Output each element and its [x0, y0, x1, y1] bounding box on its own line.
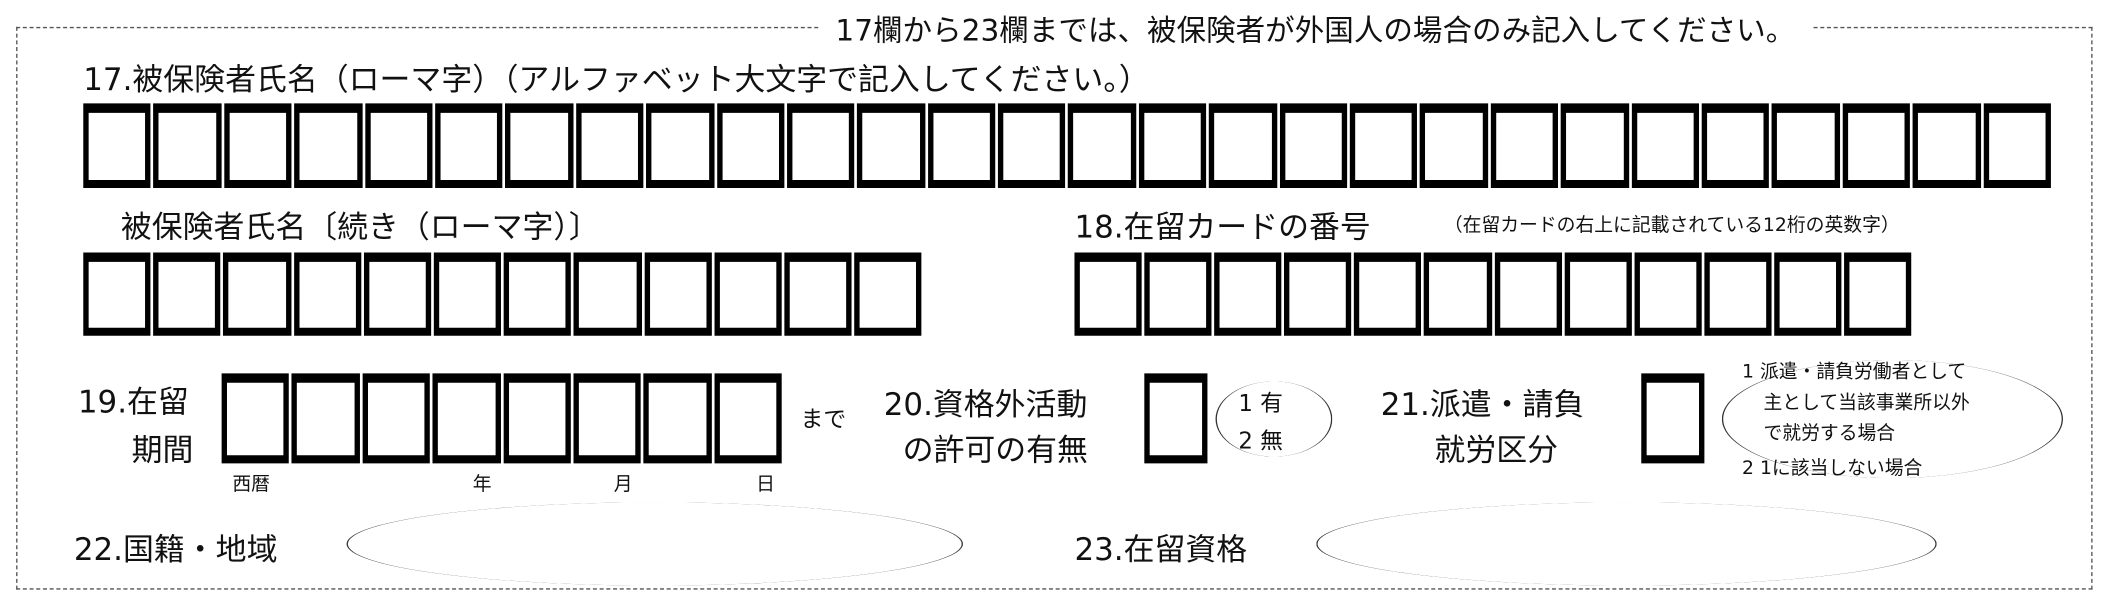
character-cell[interactable]	[1349, 103, 1418, 189]
field20-option-2: 2 無	[1238, 428, 1283, 456]
character-cell[interactable]	[643, 373, 712, 464]
character-cell[interactable]	[221, 373, 290, 464]
field20-cells	[1144, 373, 1208, 464]
field18-label: 18.在留カードの番号	[1074, 210, 1371, 246]
year-label: 年	[472, 474, 492, 496]
character-cell[interactable]	[998, 103, 1066, 189]
character-cell[interactable]	[1844, 252, 1912, 336]
character-cell[interactable]	[1284, 252, 1352, 336]
field17-cont-label: 被保険者氏名〔続き（ローマ字）〕	[120, 210, 600, 246]
character-cell[interactable]	[1704, 252, 1772, 336]
character-cell[interactable]	[857, 103, 925, 189]
character-cell[interactable]	[714, 373, 782, 464]
character-cell[interactable]	[1564, 252, 1632, 336]
field20-label-1: 20.資格外活動	[883, 388, 1088, 424]
field18-cells	[1074, 252, 1912, 336]
character-cell[interactable]	[1631, 103, 1700, 189]
field19-suffix: まで	[800, 406, 847, 434]
character-cell[interactable]	[1068, 103, 1137, 189]
field18-note: （在留カードの右上に記載されている12桁の英数字）	[1443, 214, 1900, 237]
character-cell[interactable]	[1074, 252, 1142, 336]
field23-label: 23.在留資格	[1074, 533, 1248, 569]
month-label: 月	[613, 474, 633, 496]
character-cell[interactable]	[1634, 252, 1702, 336]
field21-cells	[1641, 373, 1705, 464]
character-cell[interactable]	[927, 103, 996, 189]
character-cell[interactable]	[1494, 252, 1562, 336]
field20-label-2: の許可の有無	[902, 433, 1088, 469]
field21-bracket	[1721, 359, 2064, 479]
character-cell[interactable]	[646, 103, 714, 189]
field22-input[interactable]	[346, 502, 964, 586]
field21-label-1: 21.派遣・請負	[1380, 388, 1585, 424]
character-cell[interactable]	[573, 373, 642, 464]
field20-bracket	[1215, 381, 1333, 457]
character-cell[interactable]	[714, 252, 782, 336]
character-cell[interactable]	[435, 103, 503, 189]
section-header: 17欄から23欄までは、被保険者が外国人の場合のみ記入してください。	[819, 6, 1812, 50]
character-cell[interactable]	[364, 103, 433, 189]
character-cell[interactable]	[784, 252, 852, 336]
field21-option-1c: で就労する場合	[1763, 423, 1896, 445]
character-cell[interactable]	[363, 252, 432, 336]
character-cell[interactable]	[1641, 373, 1705, 464]
field21-option-2: 2 1に該当しない場合	[1742, 457, 1923, 480]
field19-cells	[221, 373, 782, 464]
character-cell[interactable]	[1424, 252, 1492, 336]
character-cell[interactable]	[432, 373, 501, 464]
field20-option-1: 1 有	[1238, 390, 1283, 418]
character-cell[interactable]	[362, 373, 431, 464]
field19-label-2: 期間	[131, 433, 194, 469]
character-cell[interactable]	[786, 103, 855, 189]
field21-option-1b: 主として当該事業所以外	[1763, 392, 1970, 414]
character-cell[interactable]	[293, 252, 361, 336]
character-cell[interactable]	[1144, 252, 1212, 336]
field17-label: 17.被保険者氏名（ローマ字）（アルファベット大文字で記入してください。）	[83, 63, 1150, 99]
character-cell[interactable]	[1214, 252, 1282, 336]
character-cell[interactable]	[575, 103, 644, 189]
character-cell[interactable]	[224, 103, 292, 189]
character-cell[interactable]	[1983, 103, 2051, 189]
character-cell[interactable]	[83, 252, 151, 336]
character-cell[interactable]	[1490, 103, 1559, 189]
character-cell[interactable]	[1560, 103, 1629, 189]
character-cell[interactable]	[503, 373, 571, 464]
character-cell[interactable]	[433, 252, 502, 336]
character-cell[interactable]	[1774, 252, 1842, 336]
day-label: 日	[756, 474, 775, 496]
field21-option-1a: 1 派遣・請負労働者として	[1742, 361, 1967, 383]
era-label: 西暦	[232, 474, 270, 496]
character-cell[interactable]	[83, 103, 151, 189]
character-cell[interactable]	[503, 252, 572, 336]
field21-label-2: 就労区分	[1434, 433, 1558, 469]
character-cell[interactable]	[644, 252, 712, 336]
character-cell[interactable]	[1701, 103, 1770, 189]
character-cell[interactable]	[1772, 103, 1840, 189]
character-cell[interactable]	[1138, 103, 1207, 189]
character-cell[interactable]	[505, 103, 574, 189]
character-cell[interactable]	[1209, 103, 1277, 189]
character-cell[interactable]	[223, 252, 291, 336]
character-cell[interactable]	[294, 103, 363, 189]
character-cell[interactable]	[716, 103, 785, 189]
character-cell[interactable]	[153, 103, 222, 189]
character-cell[interactable]	[1420, 103, 1488, 189]
character-cell[interactable]	[153, 252, 221, 336]
character-cell[interactable]	[291, 373, 360, 464]
character-cell[interactable]	[1144, 373, 1208, 464]
field17-cont-cells	[83, 252, 922, 336]
character-cell[interactable]	[573, 252, 642, 336]
field23-input[interactable]	[1316, 502, 1937, 586]
character-cell[interactable]	[854, 252, 922, 336]
field17-cells	[83, 103, 2051, 189]
character-cell[interactable]	[1912, 103, 1981, 189]
character-cell[interactable]	[1354, 252, 1422, 336]
character-cell[interactable]	[1842, 103, 1911, 189]
character-cell[interactable]	[1279, 103, 1348, 189]
field22-label: 22.国籍・地域	[73, 533, 278, 569]
field19-label-1: 19.在留	[77, 385, 189, 421]
